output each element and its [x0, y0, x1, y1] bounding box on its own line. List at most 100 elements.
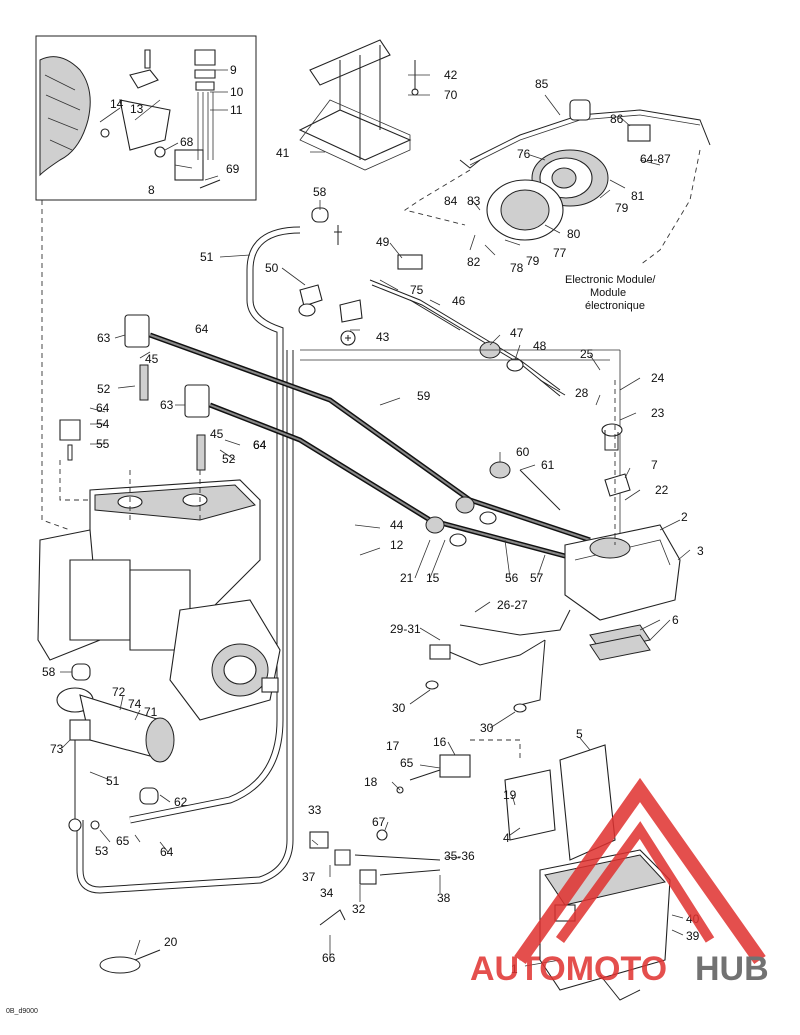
callout-63a: 63 [97, 331, 111, 345]
callout-13: 13 [130, 102, 144, 116]
callout-18: 18 [364, 775, 378, 789]
callout-75: 75 [410, 283, 424, 297]
callout-26-27: 26-27 [497, 598, 528, 612]
callout-82: 82 [467, 255, 481, 269]
throttle-cable [369, 279, 566, 397]
callout-3: 3 [697, 544, 704, 558]
callout-56: 56 [505, 571, 519, 585]
callout-34: 34 [320, 886, 334, 900]
callout-54: 54 [96, 417, 110, 431]
callout-72: 72 [112, 685, 126, 699]
callout-9: 9 [230, 63, 237, 77]
callout-63b: 63 [160, 398, 174, 412]
callout-16: 16 [433, 735, 447, 749]
callout-45b: 45 [210, 427, 224, 441]
callout-33: 33 [308, 803, 322, 817]
callout-20: 20 [164, 935, 178, 949]
callout-47: 47 [510, 326, 524, 340]
callout-74: 74 [128, 697, 142, 711]
callout-15: 15 [426, 571, 440, 585]
callout-1: 1 [511, 962, 518, 976]
callout-51a: 51 [200, 250, 214, 264]
callout-65b: 65 [116, 834, 130, 848]
callout-7: 7 [651, 458, 658, 472]
callout-55: 55 [96, 437, 110, 451]
callout-29-31: 29-31 [390, 622, 421, 636]
magneto-assembly [403, 99, 711, 266]
engine-block [37, 460, 281, 721]
callout-49: 49 [376, 235, 390, 249]
callout-86: 86 [610, 112, 624, 126]
mounting-bracket [298, 39, 419, 171]
callout-73: 73 [50, 742, 64, 756]
callout-84: 84 [444, 194, 458, 208]
callout-79b: 79 [615, 201, 629, 215]
callout-38: 38 [437, 891, 451, 905]
callout-10: 10 [230, 85, 244, 99]
small-fittings [298, 207, 423, 346]
callout-41: 41 [276, 146, 290, 160]
callout-12: 12 [390, 538, 404, 552]
callout-4: 4 [503, 831, 510, 845]
callout-32: 32 [352, 902, 366, 916]
callout-35-36: 35-36 [444, 849, 475, 863]
callout-65a: 65 [400, 756, 414, 770]
callout-64-87: 64-87 [640, 152, 671, 166]
callout-66: 66 [322, 951, 336, 965]
callout-50: 50 [265, 261, 279, 275]
tie-strap [99, 949, 161, 974]
callout-51b: 51 [106, 774, 120, 788]
note-line-3: électronique [585, 300, 645, 312]
callout-23: 23 [651, 406, 665, 420]
callout-30a: 30 [392, 701, 406, 715]
callout-46: 46 [452, 294, 466, 308]
callout-2: 2 [681, 510, 688, 524]
callout-8: 8 [148, 183, 155, 197]
callout-58a: 58 [313, 185, 327, 199]
callout-24: 24 [651, 371, 665, 385]
note-line-1: Electronic Module/ [565, 274, 656, 286]
callout-19: 19 [503, 788, 517, 802]
watermark-logo: AUTOMOTO HUB [470, 777, 769, 988]
callout-64e: 64 [253, 438, 267, 452]
callout-68: 68 [180, 135, 194, 149]
callout-61: 61 [541, 458, 555, 472]
callout-48: 48 [533, 339, 547, 353]
callout-59: 59 [417, 389, 431, 403]
callout-64b: 64 [96, 401, 110, 415]
callout-14: 14 [110, 97, 124, 111]
callout-42: 42 [444, 68, 458, 82]
watermark-auto: AUTOMOTO [470, 950, 667, 988]
callout-22: 22 [655, 483, 669, 497]
callout-45a: 45 [145, 352, 159, 366]
callout-60: 60 [516, 445, 530, 459]
electrical-box [470, 739, 671, 1001]
spark-plugs [59, 314, 210, 471]
callout-79a: 79 [526, 254, 540, 268]
callout-64c: 64 [253, 438, 267, 452]
callout-85: 85 [535, 77, 549, 91]
callout-58b: 58 [42, 665, 56, 679]
callout-44: 44 [390, 518, 404, 532]
callout-21: 21 [400, 571, 414, 585]
callout-37: 37 [302, 870, 316, 884]
callout-17: 17 [386, 739, 400, 753]
callout-62: 62 [174, 795, 188, 809]
callout-80: 80 [567, 227, 581, 241]
callout-70: 70 [444, 88, 458, 102]
callout-69: 69 [226, 162, 240, 176]
callout-30b: 30 [480, 721, 494, 735]
callout-52a: 52 [97, 382, 111, 396]
callout-77: 77 [553, 246, 567, 260]
callout-28: 28 [575, 386, 589, 400]
watermark-hub: HUB [695, 950, 769, 988]
callout-64d: 64 [160, 845, 174, 859]
callout-67: 67 [372, 815, 386, 829]
callout-52b: 52 [222, 452, 236, 466]
callout-11: 11 [230, 103, 243, 117]
callout-43: 43 [376, 330, 390, 344]
electronic-module-note: Electronic Module/ Module électronique [565, 274, 656, 312]
oil-reservoir [564, 380, 681, 661]
fuel-line-loop [76, 226, 621, 894]
